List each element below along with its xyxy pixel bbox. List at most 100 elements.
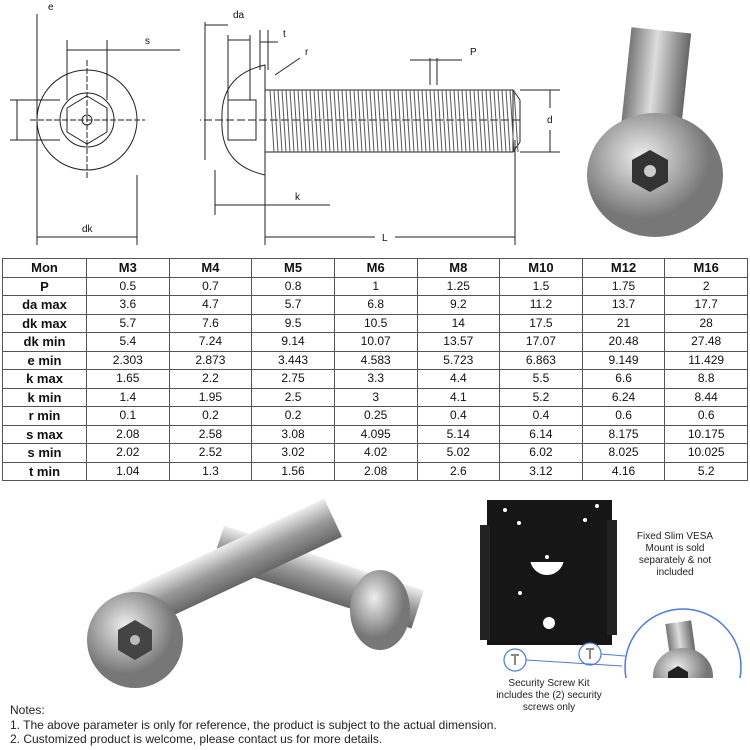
row-header: r min — [2, 406, 87, 426]
vesa-mount-note: Fixed Slim VESA Mount is sold separately… — [636, 531, 714, 578]
table-cell: 10.175 — [664, 424, 748, 444]
table-cell: 3.08 — [251, 424, 335, 444]
row-header: dk min — [2, 332, 87, 352]
table-cell: 3.12 — [499, 461, 583, 481]
table-cell: 5.7 — [86, 313, 170, 333]
table-cell: 2.75 — [251, 369, 335, 389]
column-header: M16 — [664, 258, 748, 278]
table-cell: 4.583 — [333, 350, 418, 370]
label-s: s — [145, 36, 150, 47]
table-cell: 6.14 — [499, 424, 583, 444]
label-d: d — [547, 115, 553, 126]
table-cell: 2.303 — [86, 350, 170, 370]
table-cell: 4.1 — [416, 387, 501, 407]
table-cell: 0.2 — [168, 406, 253, 426]
table-cell: 10.5 — [333, 313, 418, 333]
table-cell: 2.2 — [168, 369, 253, 389]
column-header: M12 — [581, 258, 666, 278]
screw-kit-note: Security Screw Kit includes the (2) secu… — [496, 678, 602, 713]
table-cell: 4.16 — [581, 461, 666, 481]
table-cell: 14 — [416, 313, 501, 333]
table-cell: 2 — [664, 276, 748, 296]
row-header: s max — [2, 424, 87, 444]
table-cell: 0.2 — [251, 406, 335, 426]
label-r: r — [305, 47, 309, 58]
table-cell: 7.6 — [168, 313, 253, 333]
table-cell: 11.429 — [664, 350, 748, 370]
table-cell: 5.2 — [499, 387, 583, 407]
label-P: P — [470, 47, 477, 58]
table-cell: 20.48 — [581, 332, 666, 352]
row-header: e min — [2, 350, 87, 370]
table-cell: 2.08 — [86, 424, 170, 444]
table-cell: 4.7 — [168, 295, 253, 315]
table-cell: 0.25 — [333, 406, 418, 426]
note-item: 2. Customized product is welcome, please… — [10, 732, 383, 746]
table-cell: 1.4 — [86, 387, 170, 407]
table-cell: 9.2 — [416, 295, 501, 315]
label-da: da — [233, 10, 245, 21]
table-cell: 0.6 — [664, 406, 748, 426]
table-cell: 27.48 — [664, 332, 748, 352]
row-header: P — [2, 276, 87, 296]
bolts-photo — [87, 498, 424, 688]
table-cell: 17.7 — [664, 295, 748, 315]
row-header: t min — [2, 461, 87, 481]
row-header: da max — [2, 295, 87, 315]
label-dk: dk — [82, 224, 94, 235]
table-cell: 2.873 — [168, 350, 253, 370]
table-cell: 0.8 — [251, 276, 335, 296]
table-cell: 3.02 — [251, 443, 335, 463]
table-cell: 5.14 — [416, 424, 501, 444]
table-cell: 1.75 — [581, 276, 666, 296]
table-cell: 4.095 — [333, 424, 418, 444]
table-cell: 8.44 — [664, 387, 748, 407]
table-cell: 9.149 — [581, 350, 666, 370]
label-L: L — [382, 233, 388, 244]
table-cell: 28 — [664, 313, 748, 333]
table-cell: 1.3 — [168, 461, 253, 481]
vesa-mount-photo — [480, 500, 742, 678]
table-cell: 5.5 — [499, 369, 583, 389]
table-cell: 9.5 — [251, 313, 335, 333]
table-cell: 1.95 — [168, 387, 253, 407]
table-cell: 0.1 — [86, 406, 170, 426]
bolt-photo-top — [587, 27, 723, 237]
table-cell: 8.175 — [581, 424, 666, 444]
notes: Notes: 1. The above parameter is only fo… — [10, 703, 497, 747]
table-cell: 1 — [333, 276, 418, 296]
table-cell: 5.02 — [416, 443, 501, 463]
table-cell: 2.6 — [416, 461, 501, 481]
column-header: M4 — [168, 258, 253, 278]
notes-title: Notes: — [10, 703, 45, 717]
row-header: k max — [2, 369, 87, 389]
table-cell: 0.5 — [86, 276, 170, 296]
table-cell: 17.07 — [499, 332, 583, 352]
label-k: k — [295, 192, 301, 203]
table-cell: 0.7 — [168, 276, 253, 296]
table-cell: 0.4 — [499, 406, 583, 426]
table-cell: 5.2 — [664, 461, 748, 481]
row-header: s min — [2, 443, 87, 463]
table-cell: 6.02 — [499, 443, 583, 463]
column-header: M6 — [333, 258, 418, 278]
table-cell: 5.4 — [86, 332, 170, 352]
table-cell: 6.6 — [581, 369, 666, 389]
column-header: M5 — [251, 258, 335, 278]
table-cell: 2.08 — [333, 461, 418, 481]
table-cell: 4.02 — [333, 443, 418, 463]
label-t: t — [283, 29, 286, 40]
table-cell: 0.6 — [581, 406, 666, 426]
table-cell: 6.8 — [333, 295, 418, 315]
table-cell: 11.2 — [499, 295, 583, 315]
table-cell: 1.04 — [86, 461, 170, 481]
